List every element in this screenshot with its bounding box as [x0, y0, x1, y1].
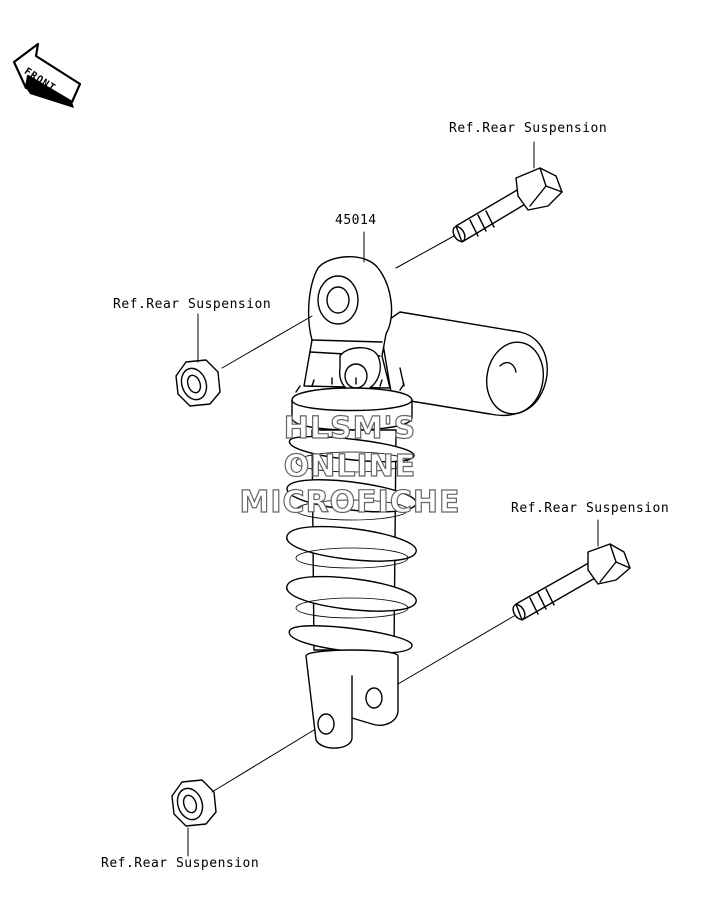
watermark-line-1: HLSM'S [283, 411, 417, 446]
lower-nut [171, 779, 217, 827]
upper-nut [175, 359, 221, 407]
callout-left-upper: Ref.Rear Suspension [113, 297, 272, 312]
lower-mount-bolt [512, 543, 631, 621]
upper-mount-bolt [452, 167, 563, 243]
callout-right-lower: Ref.Rear Suspension [511, 501, 670, 516]
watermark-line-3: MICROFICHE [239, 485, 461, 520]
front-arrow-icon [12, 42, 82, 108]
callout-top-right: Ref.Rear Suspension [449, 121, 608, 136]
part-number-label: 45014 [335, 213, 377, 228]
watermark-line-2: ONLINE [283, 449, 417, 484]
leader-lines [187, 141, 599, 857]
shock-absorber [286, 256, 548, 749]
callout-bottom-left: Ref.Rear Suspension [101, 856, 260, 871]
